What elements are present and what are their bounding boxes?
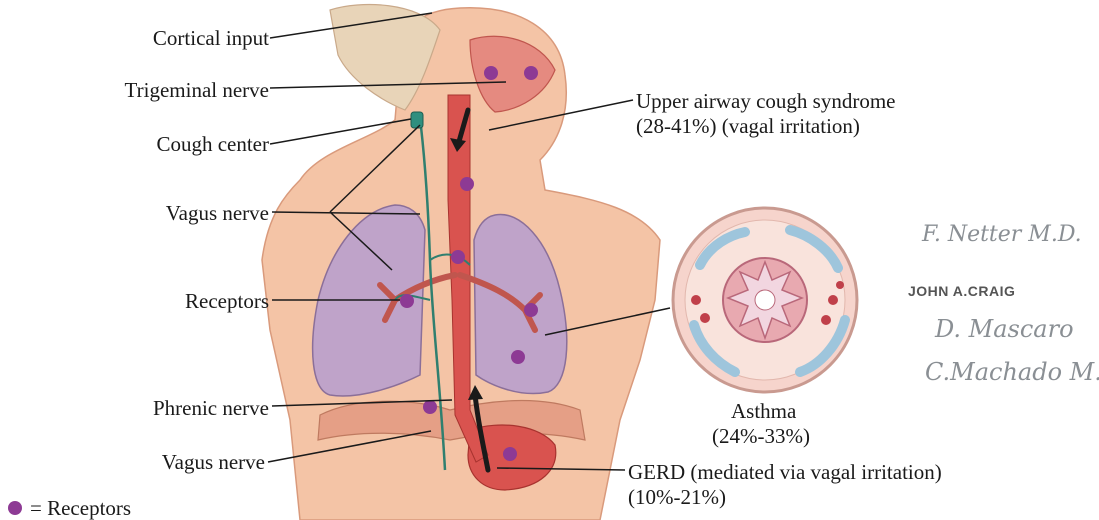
receptor-dot bbox=[524, 66, 538, 80]
signature-mascaro: D. Mascaro bbox=[935, 315, 1074, 343]
label-gerd-stats: (10%-21%) bbox=[628, 486, 726, 508]
receptor-dot bbox=[511, 350, 525, 364]
label-uacs-stats: (28-41%) (vagal irritation) bbox=[636, 115, 860, 137]
legend-label: = Receptors bbox=[30, 497, 131, 519]
receptor-dot bbox=[460, 177, 474, 191]
receptor-dot bbox=[524, 303, 538, 317]
receptor-dot bbox=[484, 66, 498, 80]
label-cortical-input: Cortical input bbox=[153, 27, 269, 49]
receptor-dot bbox=[400, 294, 414, 308]
label-gerd-title: GERD (mediated via vagal irritation) bbox=[628, 461, 942, 483]
label-asthma-title: Asthma bbox=[731, 400, 796, 422]
label-uacs-title: Upper airway cough syndrome bbox=[636, 90, 896, 112]
signature-machado: C.Machado M.D. bbox=[925, 358, 1099, 386]
receptor-dot bbox=[423, 400, 437, 414]
label-receptors: Receptors bbox=[185, 290, 269, 312]
receptor-dot bbox=[451, 250, 465, 264]
label-vagus-nerve-lower: Vagus nerve bbox=[162, 451, 265, 473]
cough-center-node bbox=[411, 112, 423, 128]
label-trigeminal-nerve: Trigeminal nerve bbox=[125, 79, 269, 101]
asthma-cross-section bbox=[673, 208, 857, 392]
label-vagus-nerve-upper: Vagus nerve bbox=[166, 202, 269, 224]
label-asthma-stats: (24%-33%) bbox=[712, 425, 810, 447]
signature-netter: F. Netter M.D. bbox=[922, 222, 1082, 247]
legend-receptor-dot bbox=[8, 501, 22, 515]
label-cough-center: Cough center bbox=[156, 133, 269, 155]
label-phrenic-nerve: Phrenic nerve bbox=[153, 397, 269, 419]
receptor-dot bbox=[503, 447, 517, 461]
signature-craig: JOHN A.CRAIG bbox=[908, 283, 1015, 299]
